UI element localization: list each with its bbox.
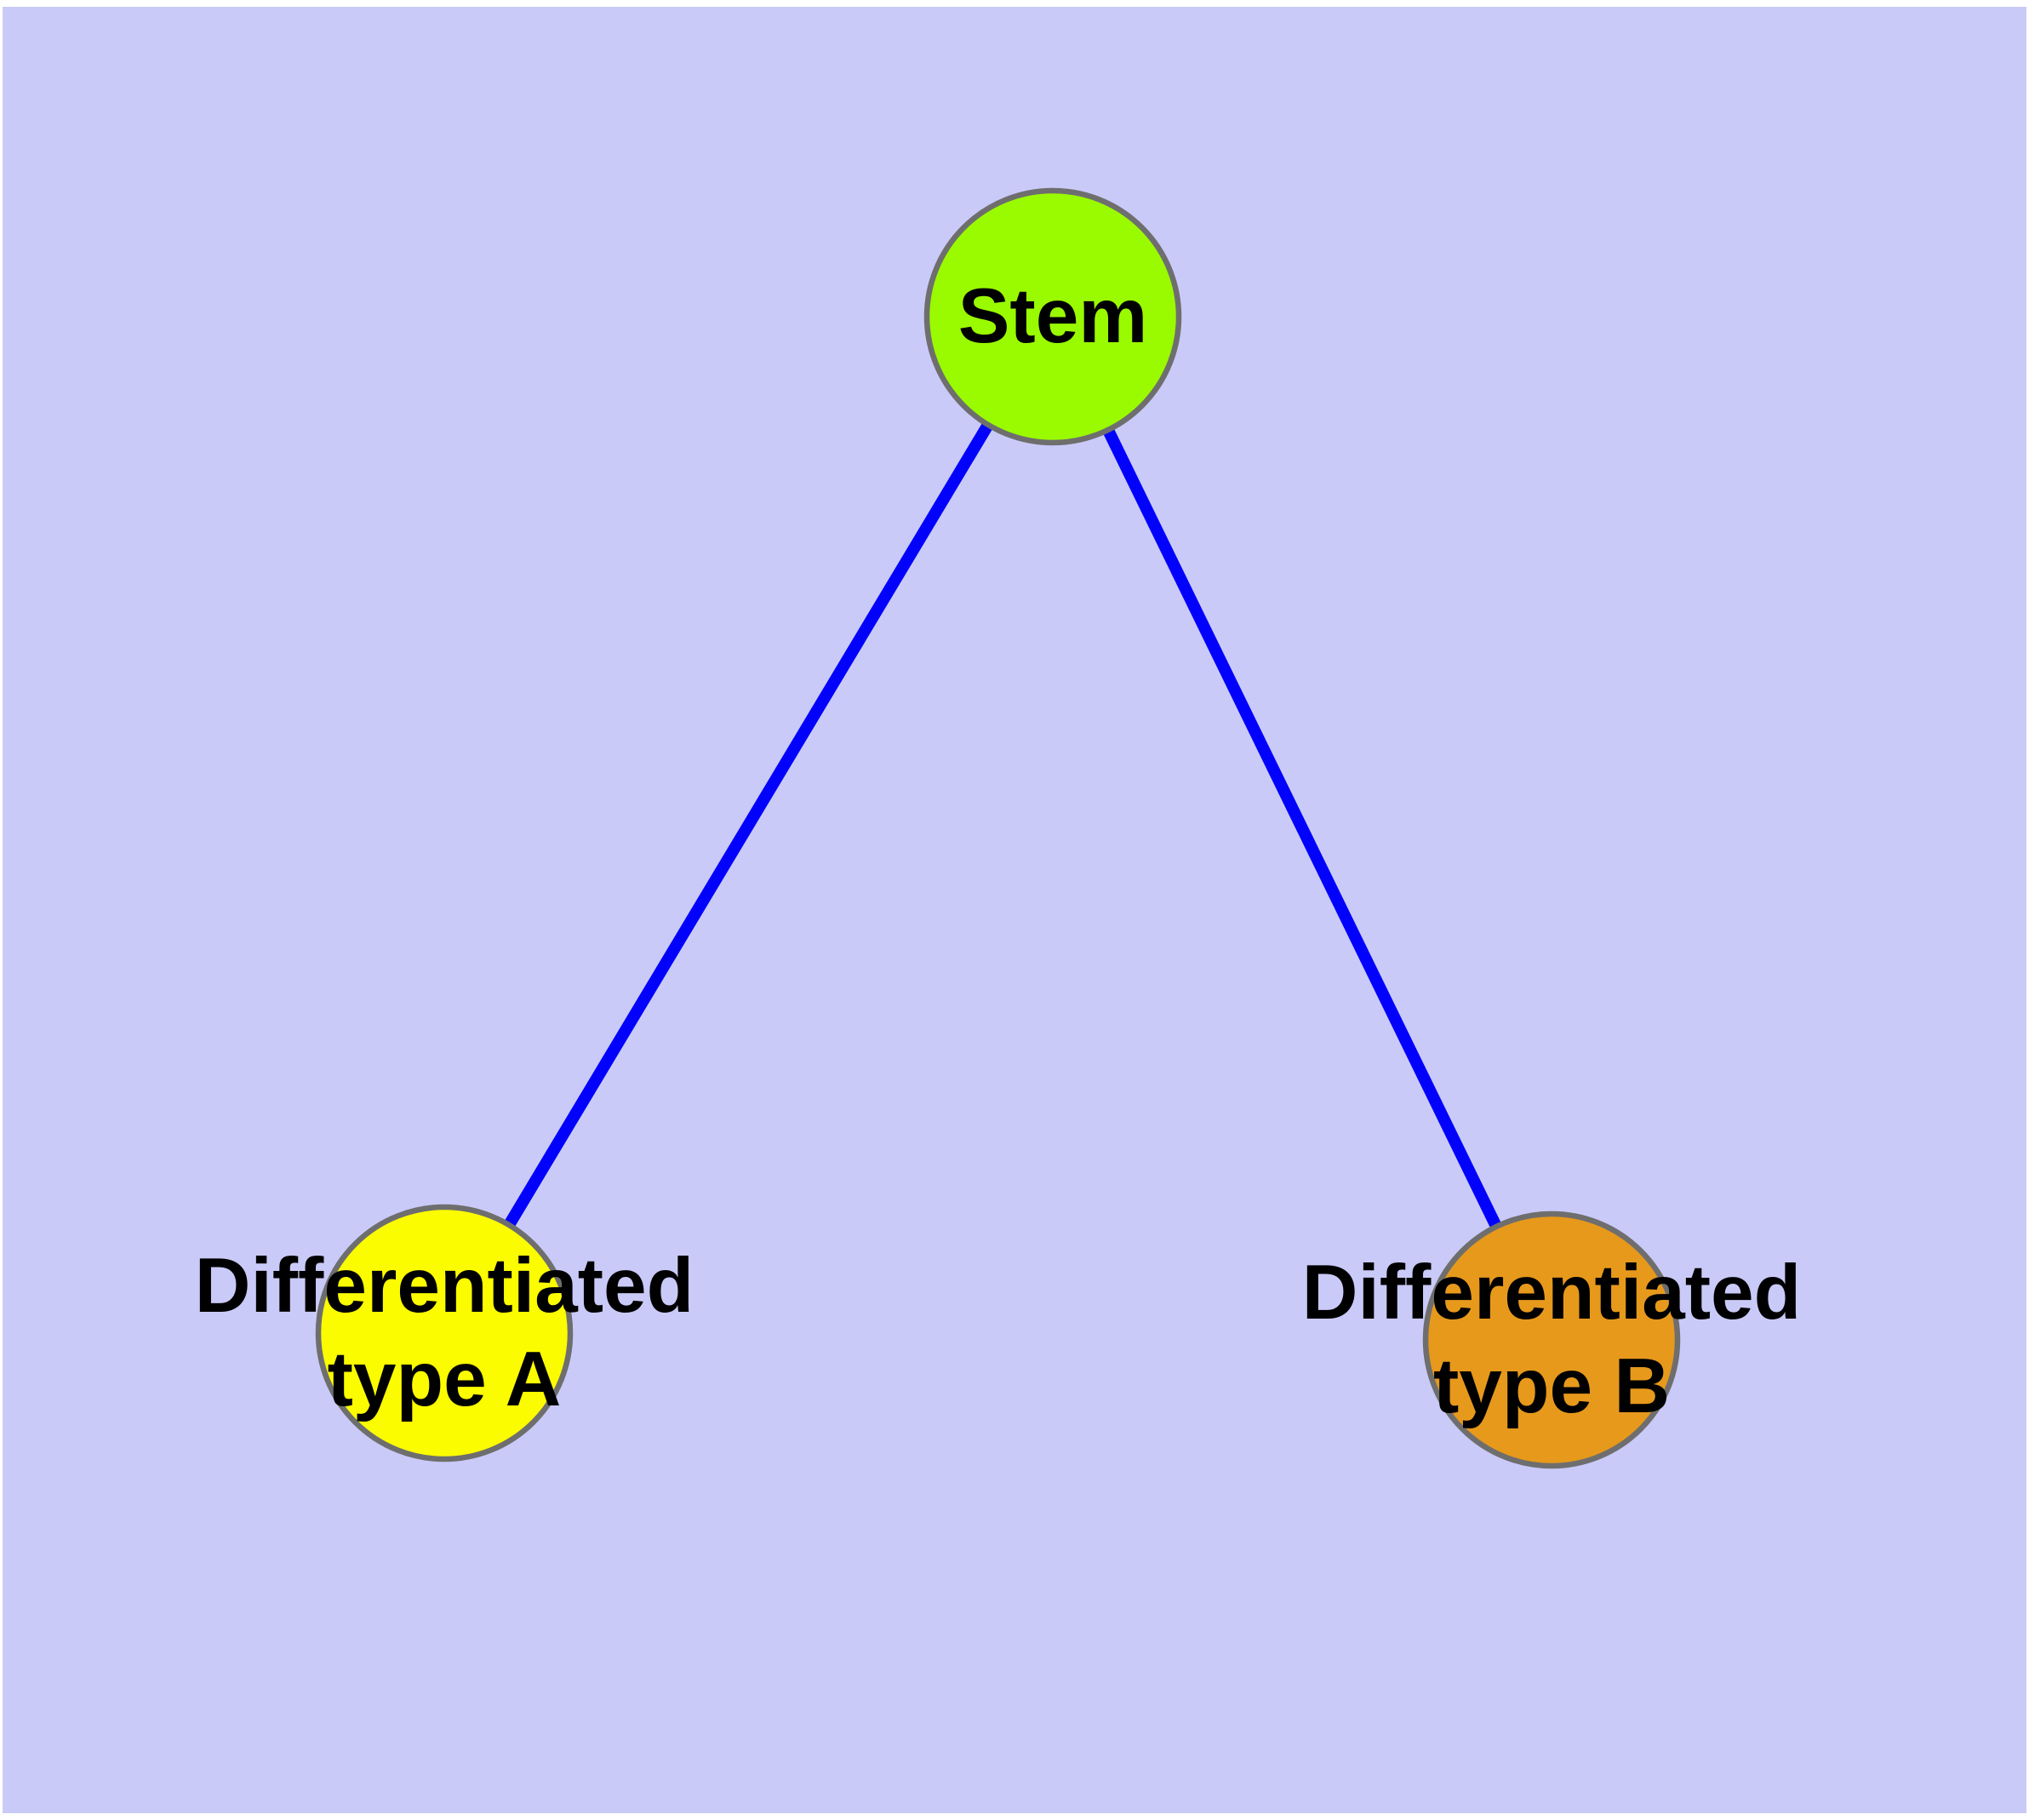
edge-stem-diff-a <box>438 313 1059 1336</box>
node-stem <box>923 187 1182 446</box>
edge-stem-diff-b <box>1047 313 1557 1343</box>
node-diff-b <box>1422 1210 1681 1469</box>
node-diff-a <box>315 1204 574 1462</box>
